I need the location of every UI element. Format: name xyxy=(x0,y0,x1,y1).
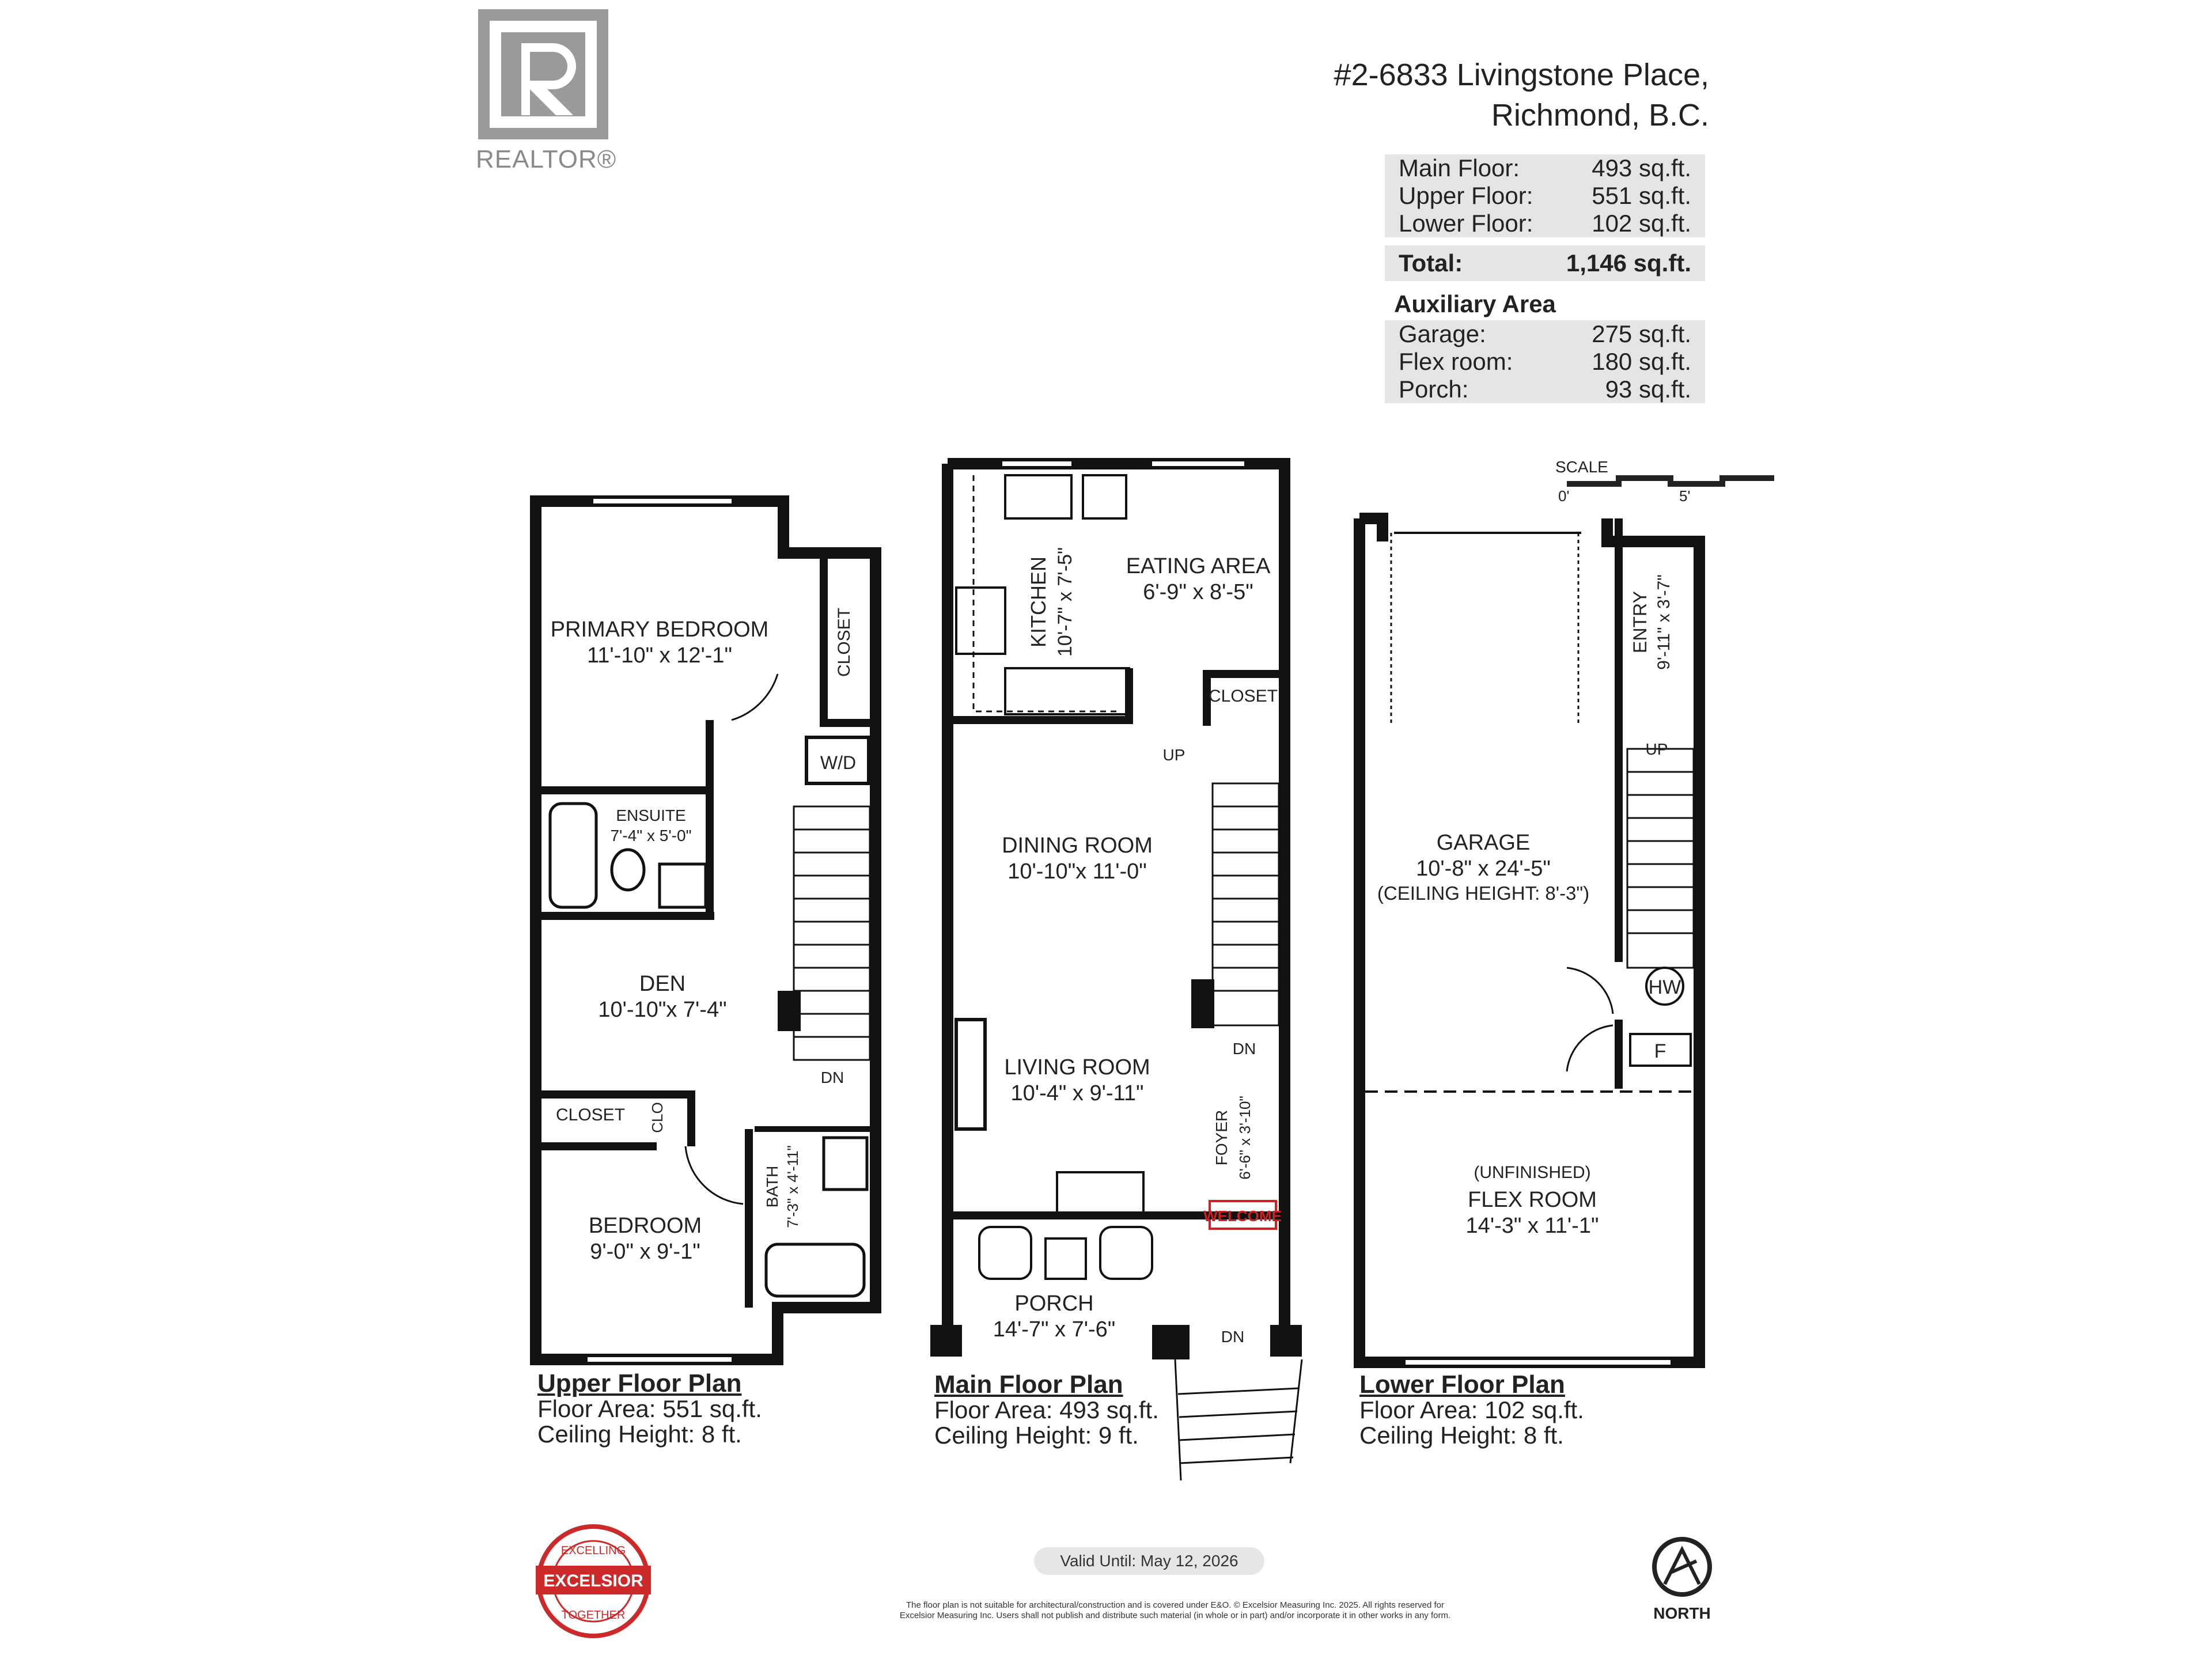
svg-text:ENSUITE: ENSUITE xyxy=(616,806,685,824)
svg-text:10'-10"x 11'-0": 10'-10"x 11'-0" xyxy=(1007,859,1146,884)
summary-row-garage: Garage:275 sq.ft. xyxy=(1385,320,1705,348)
svg-text:HW: HW xyxy=(1649,976,1681,998)
svg-text:F: F xyxy=(1654,1040,1666,1062)
svg-text:UP: UP xyxy=(1646,740,1668,758)
lower-floor-ceiling: Ceiling Height: 8 ft. xyxy=(1359,1422,1564,1449)
svg-text:KITCHEN: KITCHEN xyxy=(1027,556,1050,647)
auxiliary-area-heading: Auxiliary Area xyxy=(1385,288,1705,320)
svg-text:EXCELLING: EXCELLING xyxy=(561,1544,626,1557)
svg-text:BATH: BATH xyxy=(763,1166,781,1208)
svg-text:TOGETHER: TOGETHER xyxy=(562,1609,626,1622)
svg-text:6'-9" x 8'-5": 6'-9" x 8'-5" xyxy=(1143,580,1253,604)
svg-text:ENTRY: ENTRY xyxy=(1630,591,1650,653)
property-address: #2-6833 Livingstone Place, Richmond, B.C… xyxy=(1334,55,1709,135)
upper-floor-title: Upper Floor Plan xyxy=(537,1369,742,1397)
svg-text:DN: DN xyxy=(821,1069,844,1086)
svg-text:DINING ROOM: DINING ROOM xyxy=(1002,834,1153,858)
lower-floor-plan xyxy=(1354,513,1705,1368)
summary-row-flex: Flex room:180 sq.ft. xyxy=(1385,348,1705,376)
main-floor-area: Floor Area: 493 sq.ft. xyxy=(934,1396,1159,1423)
upper-floor-labels: PRIMARY BEDROOM 11'-10" x 12'-1" CLOSET … xyxy=(551,608,856,1264)
lower-floor-title: Lower Floor Plan xyxy=(1359,1370,1565,1399)
realtor-logo-text: REALTOR® xyxy=(476,145,617,173)
summary-row-main: Main Floor:493 sq.ft. xyxy=(1385,154,1705,182)
lower-floor-caption: Lower Floor Plan Floor Area: 102 sq.ft. … xyxy=(1359,1372,1584,1448)
north-label: NORTH xyxy=(1653,1604,1711,1622)
summary-row-total: Total:1,146 sq.ft. xyxy=(1385,245,1705,281)
svg-text:UP: UP xyxy=(1163,746,1185,764)
svg-text:10'-10"x 7'-4": 10'-10"x 7'-4" xyxy=(598,998,726,1022)
svg-text:14'-3" x 11'-1": 14'-3" x 11'-1" xyxy=(1466,1214,1599,1238)
svg-text:11'-10" x 12'-1": 11'-10" x 12'-1" xyxy=(587,643,732,668)
svg-text:PORCH: PORCH xyxy=(1014,1291,1093,1316)
svg-text:FLEX ROOM: FLEX ROOM xyxy=(1468,1188,1597,1212)
lower-floor-area: Floor Area: 102 sq.ft. xyxy=(1359,1396,1584,1423)
svg-text:10'-7" x 7'-5": 10'-7" x 7'-5" xyxy=(1054,547,1076,657)
svg-text:14'-7" x 7'-6": 14'-7" x 7'-6" xyxy=(993,1317,1116,1342)
svg-text:BEDROOM: BEDROOM xyxy=(589,1214,702,1238)
upper-floor-caption: Upper Floor Plan Floor Area: 551 sq.ft. … xyxy=(537,1371,762,1447)
valid-until-badge: Valid Until: May 12, 2026 xyxy=(1034,1547,1264,1575)
svg-text:CLO: CLO xyxy=(649,1102,666,1132)
svg-text:6'-6" x 3'-10": 6'-6" x 3'-10" xyxy=(1236,1096,1253,1179)
svg-text:DEN: DEN xyxy=(639,972,685,996)
svg-text:EXCELSIOR: EXCELSIOR xyxy=(543,1571,643,1590)
summary-row-lower: Lower Floor:102 sq.ft. xyxy=(1385,210,1705,237)
svg-text:0': 0' xyxy=(1558,487,1569,505)
svg-text:GARAGE: GARAGE xyxy=(1437,831,1531,855)
main-floor-caption: Main Floor Plan Floor Area: 493 sq.ft. C… xyxy=(934,1372,1159,1448)
svg-text:DN: DN xyxy=(1233,1040,1256,1058)
main-floor-ceiling: Ceiling Height: 9 ft. xyxy=(934,1422,1139,1449)
svg-text:FOYER: FOYER xyxy=(1213,1110,1230,1165)
upper-floor-ceiling: Ceiling Height: 8 ft. xyxy=(537,1421,742,1448)
excelsior-seal-logo: EXCELSIOR EXCELLING TOGETHER xyxy=(536,1524,651,1638)
lower-floor-labels: ENTRY 9'-11" x 3'-7" UP GARAGE 10'-8" x … xyxy=(1377,574,1681,1238)
address-line-2: Richmond, B.C. xyxy=(1491,98,1709,132)
svg-text:DN: DN xyxy=(1221,1328,1244,1346)
svg-text:9'-0" x 9'-1": 9'-0" x 9'-1" xyxy=(590,1240,700,1264)
disclaimer: The floor plan is not suitable for archi… xyxy=(899,1600,1451,1620)
svg-text:PRIMARY BEDROOM: PRIMARY BEDROOM xyxy=(551,618,769,642)
svg-text:CLOSET: CLOSET xyxy=(556,1105,625,1124)
main-floor-title: Main Floor Plan xyxy=(934,1370,1123,1399)
north-arrow-icon xyxy=(1652,1537,1712,1597)
svg-text:9'-11" x 3'-7": 9'-11" x 3'-7" xyxy=(1654,574,1673,670)
svg-text:(UNFINISHED): (UNFINISHED) xyxy=(1474,1163,1590,1182)
address-line-1: #2-6833 Livingstone Place, xyxy=(1334,58,1709,92)
svg-text:7'-3" x 4'-11": 7'-3" x 4'-11" xyxy=(784,1145,801,1228)
svg-text:EATING AREA: EATING AREA xyxy=(1126,554,1271,578)
main-floor-labels: KITCHEN 10'-7" x 7'-5" EATING AREA 6'-9"… xyxy=(993,547,1282,1346)
svg-text:7'-4" x 5'-0": 7'-4" x 5'-0" xyxy=(610,827,691,844)
svg-text:CLOSET: CLOSET xyxy=(835,608,854,677)
svg-text:SCALE: SCALE xyxy=(1555,458,1608,476)
main-floor-plan xyxy=(930,458,1303,1481)
area-summary-table: Main Floor:493 sq.ft. Upper Floor:551 sq… xyxy=(1385,154,1705,403)
summary-row-upper: Upper Floor:551 sq.ft. xyxy=(1385,182,1705,210)
svg-text:CLOSET: CLOSET xyxy=(1209,687,1278,706)
summary-row-porch: Porch:93 sq.ft. xyxy=(1385,376,1705,403)
svg-text:10'-8" x 24'-5": 10'-8" x 24'-5" xyxy=(1416,857,1551,881)
svg-text:10'-4" x 9'-11": 10'-4" x 9'-11" xyxy=(1011,1081,1144,1105)
svg-text:W/D: W/D xyxy=(820,752,856,773)
upper-floor-area: Floor Area: 551 sq.ft. xyxy=(537,1395,762,1422)
upper-floor-plan xyxy=(530,495,881,1365)
svg-text:LIVING ROOM: LIVING ROOM xyxy=(1004,1055,1150,1080)
svg-text:WELCOME: WELCOME xyxy=(1203,1207,1282,1225)
scale-bar: SCALE 0' 5' xyxy=(1555,458,1774,505)
svg-text:5': 5' xyxy=(1679,487,1690,505)
svg-text:(CEILING HEIGHT: 8'-3"): (CEILING HEIGHT: 8'-3") xyxy=(1377,882,1589,904)
